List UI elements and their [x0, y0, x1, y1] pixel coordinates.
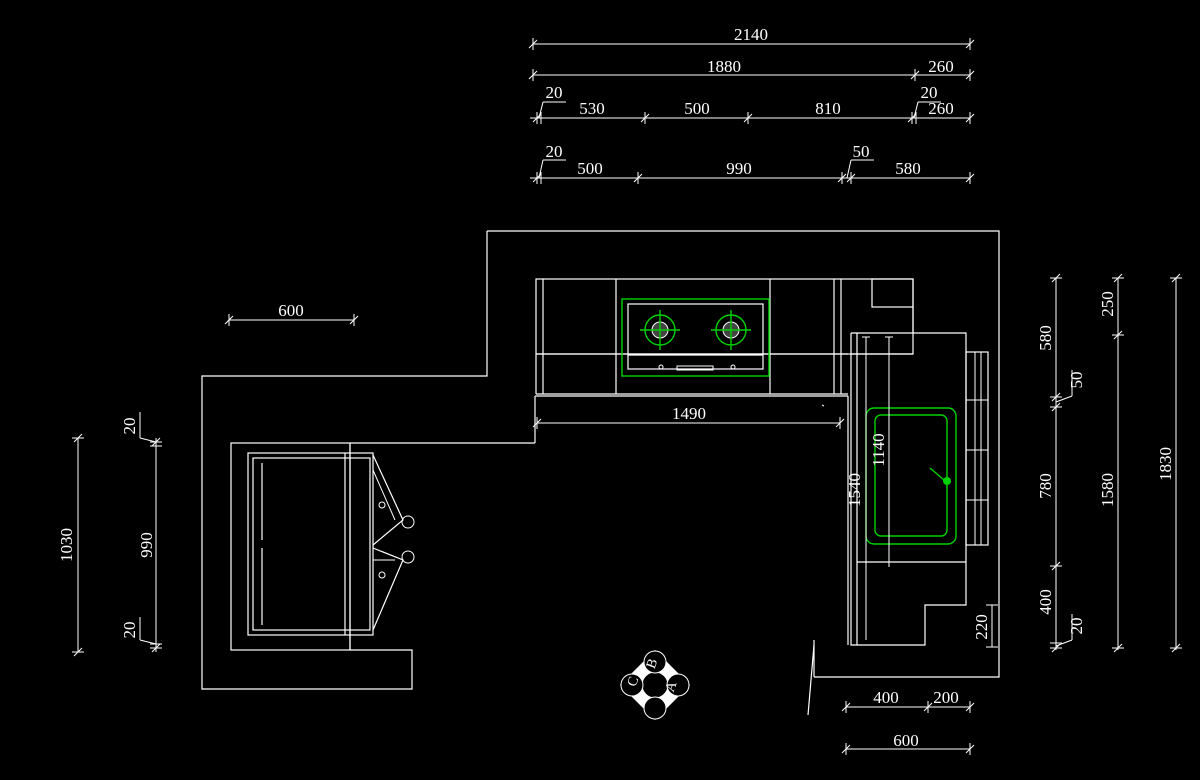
dim-990-top: 990 [726, 159, 752, 178]
left-vertical-dims: 1030 990 20 20 [57, 412, 162, 657]
dim-400-right: 400 [1036, 589, 1055, 615]
dim-20-b: 20 [921, 83, 938, 102]
dim-500-b: 500 [577, 159, 603, 178]
top-counter-cabinet [535, 278, 914, 407]
right-counter-cabinet [850, 307, 989, 646]
dim-260-b: 260 [928, 99, 954, 118]
dim-580-top: 580 [895, 159, 921, 178]
dim-1880: 1880 [707, 57, 741, 76]
dim-250: 250 [1098, 291, 1117, 317]
dim-400-bottom: 400 [873, 688, 899, 707]
burner-right [711, 310, 751, 350]
dim-1490-group: 1490 [532, 404, 845, 429]
dim-1490: 1490 [672, 404, 706, 423]
right-vertical-dims: 580 50 780 400 20 250 1580 1830 [1036, 273, 1182, 653]
dim-220: 220 [972, 614, 991, 640]
dim-1580: 1580 [1098, 473, 1117, 507]
dim-780: 780 [1036, 473, 1055, 499]
dim-50-right: 50 [1067, 372, 1086, 389]
room-walls [201, 230, 1000, 716]
dim-220-group: 220 [972, 604, 998, 648]
left-appliance-unit [230, 442, 415, 651]
dim-600-bottom: 600 [893, 731, 919, 750]
dim-1030: 1030 [57, 528, 76, 562]
dim-20-a: 20 [546, 83, 563, 102]
gas-hob [621, 298, 770, 377]
dim-500-a: 500 [684, 99, 710, 118]
dim-200-bottom: 200 [933, 688, 959, 707]
dim-20-left-bottom: 20 [120, 622, 139, 639]
dim-530: 530 [579, 99, 605, 118]
dim-1830: 1830 [1156, 447, 1175, 481]
dim-20-right: 20 [1067, 618, 1086, 635]
dim-20-left-top: 20 [120, 418, 139, 435]
dim-990-left: 990 [137, 532, 156, 558]
elevation-marker: C B A [620, 650, 690, 720]
dim-600-left: 600 [278, 301, 304, 320]
dim-2140: 2140 [734, 25, 768, 44]
bottom-dims: 400 200 600 [841, 688, 975, 755]
inner-vertical-dims: 1540 1140 [845, 336, 893, 640]
dim-600-left-group: 600 [224, 301, 359, 326]
dim-810: 810 [815, 99, 841, 118]
dim-1140: 1140 [869, 433, 888, 466]
dim-20-c: 20 [546, 142, 563, 161]
top-dimensions: 2140 1880 260 20 530 500 810 20 260 20 [528, 25, 975, 184]
dim-50-top: 50 [853, 142, 870, 161]
dim-1540: 1540 [845, 473, 864, 507]
dim-260-a: 260 [928, 57, 954, 76]
burner-left [640, 310, 680, 350]
sink [865, 407, 957, 545]
dim-580-right: 580 [1036, 325, 1055, 351]
